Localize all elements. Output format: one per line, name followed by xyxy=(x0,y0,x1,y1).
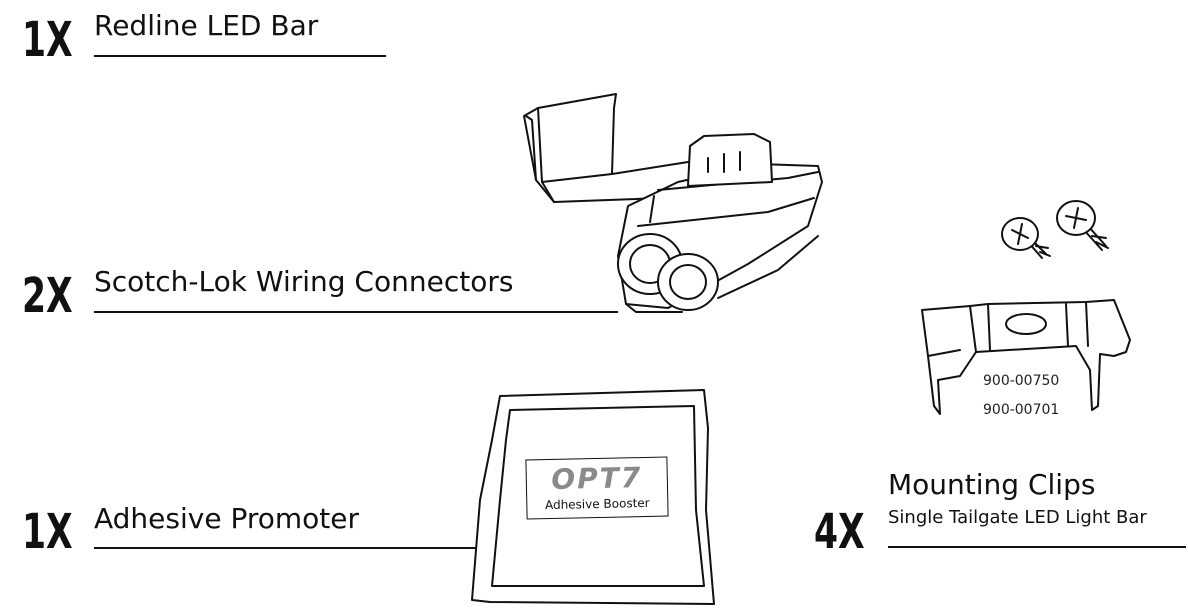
underline-led-bar xyxy=(94,55,386,57)
subtitle-mounting-clips: Single Tailgate LED Light Bar xyxy=(888,507,1147,528)
clip-part-number-1: 900-00750 xyxy=(983,373,1060,389)
label-led-bar: Redline LED Bar xyxy=(94,9,319,42)
screws-icon xyxy=(1001,200,1109,259)
mounting-clip-icon xyxy=(921,299,1131,415)
underline-scotch-lok xyxy=(94,311,618,313)
scotch-lok-connector-icon xyxy=(523,93,823,313)
qty-scotch-lok: 2X xyxy=(22,268,73,324)
underline-adhesive xyxy=(94,547,476,549)
qty-led-bar: 1X xyxy=(22,12,73,68)
label-adhesive: Adhesive Promoter xyxy=(94,502,360,535)
packet-label: OPT7 Adhesive Booster xyxy=(525,456,669,520)
underline-mounting-clips xyxy=(888,546,1186,548)
qty-adhesive: 1X xyxy=(22,504,73,560)
label-mounting-clips: Mounting Clips xyxy=(888,468,1096,501)
opt7-logo: OPT7 xyxy=(551,461,643,496)
qty-mounting-clips: 4X xyxy=(814,504,865,560)
label-scotch-lok: Scotch-Lok Wiring Connectors xyxy=(94,265,514,298)
packet-label-text: Adhesive Booster xyxy=(544,495,650,513)
clip-part-number-2: 900-00701 xyxy=(983,402,1060,418)
